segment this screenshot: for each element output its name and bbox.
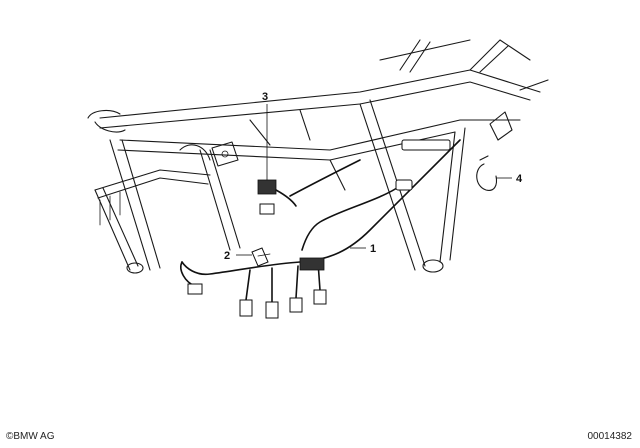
callout-2: 2 [224,250,230,262]
plug-a [239,299,253,317]
callout-1: 1 [370,243,376,255]
harness-connector-top [401,139,451,151]
copyright: ©BMW AG [6,431,55,442]
callout-4: 4 [516,173,523,185]
cable-tie-part-4[interactable] [476,155,498,191]
plug-c [289,297,303,313]
copyright-mark: © [6,431,14,442]
plug-b [265,301,279,319]
junction-block [299,257,325,271]
callout-3: 3 [262,91,268,103]
cable-clip-part-2[interactable] [251,247,271,267]
plug-d [313,289,327,305]
wiring-harness[interactable] [180,139,461,319]
drawing-number: 00014382 [587,431,633,442]
callouts: 3 2 1 4 [224,91,523,262]
plug-e [187,283,203,295]
copyright-text: BMW AG [13,431,55,442]
motorcycle-frame [87,39,549,274]
cable-holder-part-3[interactable] [257,179,297,215]
harness-connector-mid [395,179,413,191]
